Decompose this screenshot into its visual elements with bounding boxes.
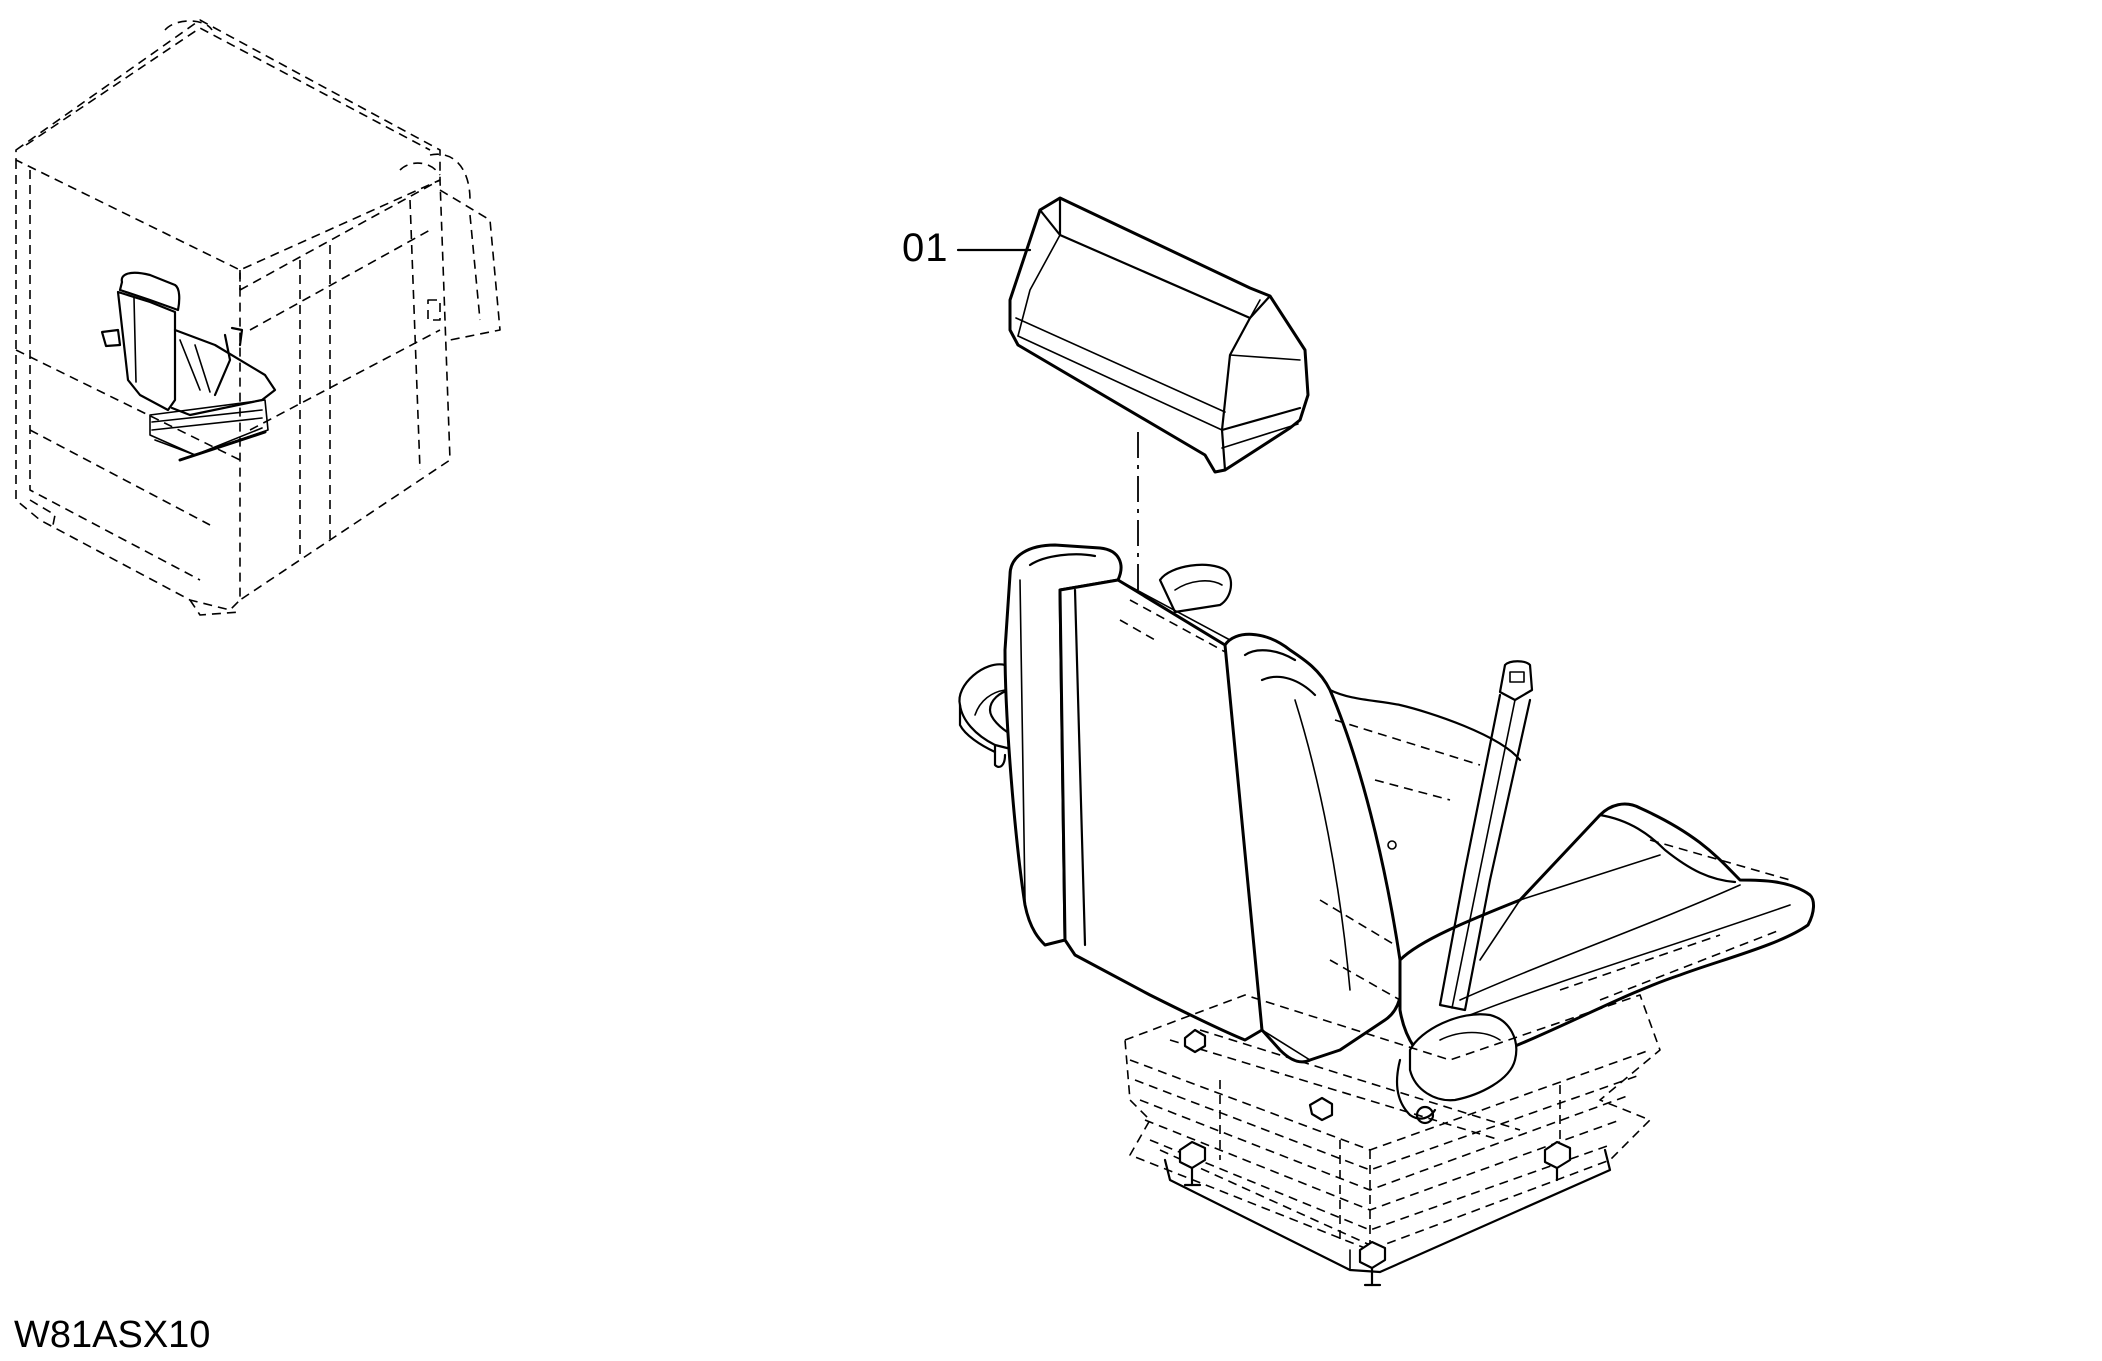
cab-seat-miniature: [100, 271, 277, 462]
headrest: [1008, 196, 1310, 474]
mounting-bolts: [1178, 1028, 1572, 1287]
bolt: [1178, 1140, 1207, 1187]
right-armrest: [1158, 563, 1233, 614]
drawing-code: W81ASX10: [14, 1314, 211, 1356]
seat-cushion: [1398, 802, 1815, 1072]
seat-back-side: [1328, 688, 1522, 850]
bolt: [1358, 1240, 1387, 1287]
bolt: [1543, 1140, 1572, 1182]
operator-seat: [958, 543, 1815, 1287]
callout-label-01: 01: [902, 226, 949, 270]
seat-suspension: [1124, 994, 1661, 1274]
left-armrest: [958, 663, 1017, 769]
seat-belt: [1395, 660, 1534, 1125]
bolt: [1183, 1028, 1207, 1054]
backrest-right-bolster: [1223, 632, 1404, 1064]
cab-outline: [15, 19, 501, 616]
bolt: [1308, 1096, 1334, 1122]
